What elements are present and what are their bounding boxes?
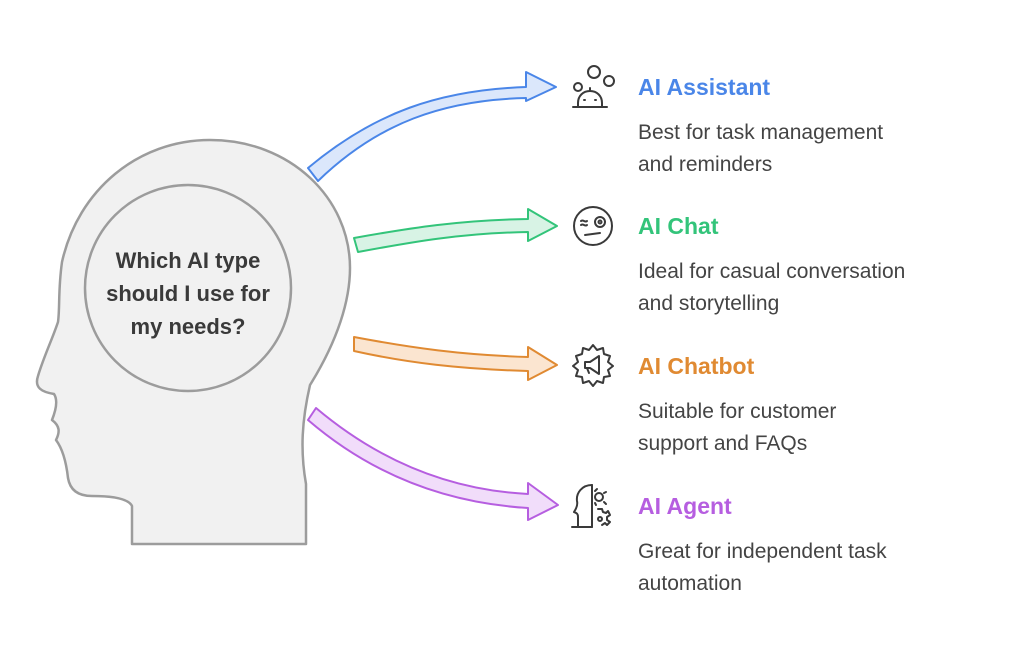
option-desc-ai-chat: Ideal for casual conversation and storyt… bbox=[638, 256, 905, 320]
arrow-ai-assistant bbox=[307, 71, 557, 182]
option-desc-ai-agent: Great for independent task automation bbox=[638, 536, 887, 600]
desc-line: Great for independent task bbox=[638, 540, 887, 563]
desc-line: automation bbox=[638, 572, 742, 595]
desc-line: Best for task management bbox=[638, 121, 884, 144]
arrow-ai-chat bbox=[353, 208, 558, 253]
desc-line: Suitable for customer bbox=[638, 400, 837, 423]
arrow-ai-agent bbox=[307, 407, 559, 521]
robot-assistant-icon bbox=[572, 65, 615, 108]
option-title-ai-assistant: AI Assistant bbox=[638, 74, 771, 100]
central-question: Which AI type should I use for my needs? bbox=[93, 244, 283, 343]
question-line: should I use for bbox=[106, 281, 270, 306]
option-desc-ai-assistant: Best for task management and reminders bbox=[638, 117, 883, 181]
desc-line: Ideal for casual conversation bbox=[638, 260, 906, 283]
option-desc-ai-chatbot: Suitable for customer support and FAQs bbox=[638, 396, 836, 460]
question-line: Which AI type bbox=[115, 248, 261, 273]
desc-line: and reminders bbox=[638, 153, 773, 176]
thinking-face-icon bbox=[573, 206, 613, 246]
megaphone-gear-icon bbox=[572, 344, 614, 387]
human-gear-head-icon bbox=[571, 484, 611, 528]
arrow-ai-chatbot bbox=[353, 336, 558, 381]
option-title-ai-chat: AI Chat bbox=[638, 213, 719, 239]
desc-line: support and FAQs bbox=[638, 432, 808, 455]
head-inner-circle bbox=[83, 183, 293, 393]
option-title-ai-chatbot: AI Chatbot bbox=[638, 353, 755, 379]
question-line: my needs? bbox=[130, 314, 246, 339]
option-title-ai-agent: AI Agent bbox=[638, 493, 732, 519]
desc-line: and storytelling bbox=[638, 292, 780, 315]
